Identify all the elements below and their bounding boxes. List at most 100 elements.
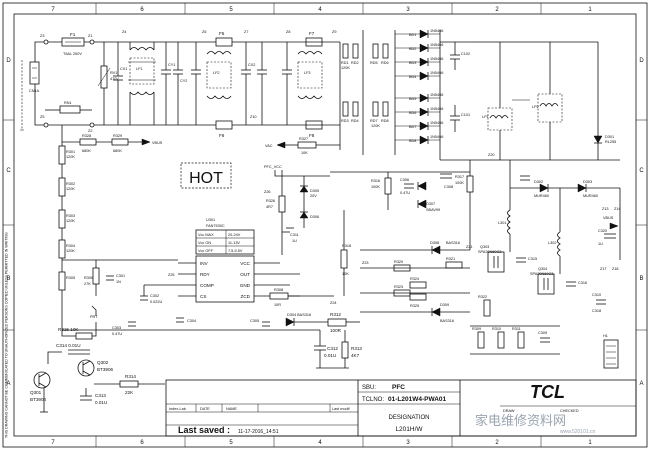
resistor-value: 120K bbox=[371, 124, 380, 128]
choke-label: LF1 bbox=[136, 67, 143, 71]
z-label: Z26 bbox=[264, 190, 271, 194]
col-label: 6 bbox=[140, 7, 144, 13]
cap-label: CX1 bbox=[120, 67, 127, 71]
diode-part: BAS316 bbox=[440, 319, 454, 323]
diode-label: D306 bbox=[310, 215, 319, 219]
choke-lf2 bbox=[206, 51, 232, 99]
title-last-saved-value: 11-17-2016_14:51 bbox=[238, 429, 279, 435]
prt-label: PRT bbox=[90, 315, 98, 319]
cap-label: C101 bbox=[461, 113, 470, 117]
cap-value: 0.022U bbox=[150, 300, 163, 304]
cap-label: C310 bbox=[592, 293, 601, 297]
title-draw-label: DRAW bbox=[503, 409, 515, 413]
resistor-value: 120K bbox=[66, 219, 75, 223]
connector-h1 bbox=[603, 339, 619, 369]
row-label: D bbox=[639, 58, 644, 64]
resistor-label: R308 bbox=[274, 288, 283, 292]
z-label: Z23 bbox=[362, 261, 369, 265]
hv-divider: R301 R302 R303 R304 R305 120K 120K 120K … bbox=[58, 125, 340, 330]
resistor-label: RD7 bbox=[370, 119, 378, 123]
title-last-modif: Last modif bbox=[332, 407, 350, 411]
title-last-saved-label: Last saved : bbox=[178, 425, 230, 435]
diode-label: BD6 bbox=[409, 111, 416, 115]
title-index-lab: Index-Lab bbox=[169, 407, 186, 411]
boost-inductors: LP1 LP2 bbox=[470, 41, 563, 161]
watermark-text: 家电维修资料网 bbox=[475, 413, 566, 428]
cap-label: C316 bbox=[578, 281, 587, 285]
choke-label: LF2 bbox=[213, 71, 220, 75]
ferrite-label: F7 bbox=[309, 31, 315, 36]
z-label: Z14 bbox=[614, 207, 621, 211]
diode-value: 20V bbox=[310, 194, 317, 198]
resistor-label: R318 bbox=[342, 244, 351, 248]
diode-label: D309 bbox=[440, 303, 449, 307]
diode-part: MUR460 bbox=[534, 194, 549, 198]
z-label: Z18 bbox=[612, 267, 619, 271]
resistor-label: RD8 bbox=[381, 119, 389, 123]
bridge-diodes bbox=[395, 29, 440, 145]
col-label: 4 bbox=[318, 7, 322, 13]
title-designation-value: L201H/W bbox=[395, 426, 423, 433]
fuse-label: F1 bbox=[70, 32, 76, 37]
z-label: Z1 bbox=[88, 34, 92, 38]
ferrite-label: F6 bbox=[219, 133, 225, 138]
ferrite-label: F5 bbox=[219, 31, 225, 36]
transistor-part: SPA20N60C3 bbox=[530, 272, 553, 276]
cap-value: 0.47U bbox=[112, 332, 122, 336]
vcc-row-value: 20-24V bbox=[228, 233, 241, 237]
cap-value: 1U bbox=[292, 239, 297, 243]
diode-label: BD4 bbox=[409, 75, 416, 79]
resistor-value: 680K bbox=[113, 149, 122, 153]
title-checked-label: CHECKED bbox=[560, 409, 579, 413]
transistor-label: Q304 bbox=[538, 267, 547, 271]
resistor-label: R304 bbox=[66, 244, 75, 248]
resistor-value: 120K bbox=[66, 187, 75, 191]
z-label: Z20 bbox=[488, 153, 495, 157]
brand-logo: TCL bbox=[530, 382, 565, 402]
resistor-value: 27K bbox=[84, 282, 91, 286]
diode-part: 1N5406 bbox=[430, 135, 443, 139]
resistor-label: R312 bbox=[330, 312, 341, 317]
ic-pin-right: OUT bbox=[240, 272, 250, 277]
z-label: Z5 bbox=[40, 115, 44, 119]
choke-label: LF3 bbox=[304, 71, 311, 75]
bridge-rectifier: RD1 RD2 RD3 RD4 RD5 RD6 RD7 RD8 120K 120… bbox=[339, 29, 470, 161]
cap-label: C102 bbox=[461, 52, 470, 56]
resistor-value: 120K bbox=[66, 249, 75, 253]
col-label: 7 bbox=[51, 440, 55, 446]
resistor-label: RD2 bbox=[351, 61, 359, 65]
col-label: 3 bbox=[406, 440, 410, 446]
cap-label: C308 bbox=[444, 185, 453, 189]
cap-label: C301 bbox=[116, 274, 125, 278]
ic-ref: U301 bbox=[206, 218, 215, 222]
resistor-label: R302 bbox=[66, 182, 75, 186]
inductor-label: L302 bbox=[548, 241, 556, 245]
resistor-label: R326 bbox=[266, 199, 275, 203]
diode-part: 1N5406 bbox=[430, 93, 443, 97]
row-label: A bbox=[639, 381, 643, 387]
col-label: 5 bbox=[229, 7, 233, 13]
diode-part: 1N5406 bbox=[430, 43, 443, 47]
title-tclno-label: TCLNO: bbox=[362, 397, 384, 403]
resistor-value: 10R bbox=[274, 303, 281, 307]
resistor-label: R310 bbox=[492, 327, 501, 331]
resistor-value: 100K bbox=[455, 181, 464, 185]
resistor-label: R305 bbox=[66, 276, 75, 280]
cap-label: C309 bbox=[538, 331, 547, 335]
watermark-url: www.520101.cn bbox=[560, 429, 596, 435]
vcc-row-name: Vcc MAX bbox=[198, 233, 214, 237]
resistor-label: R316 bbox=[371, 179, 380, 183]
resistor-label: R314 bbox=[125, 374, 136, 379]
resistor-value: 100R bbox=[330, 328, 342, 333]
cap-label: C304 bbox=[187, 319, 196, 323]
diode-label: BD3 bbox=[409, 61, 416, 65]
cap-label: C303 bbox=[112, 326, 121, 330]
z-label: Z17 bbox=[600, 267, 607, 271]
ic-pin-right: GND bbox=[240, 283, 251, 288]
cap-label: C312 bbox=[327, 346, 338, 351]
ic-pin-right: ZCD bbox=[241, 294, 251, 299]
vcc-row-name: Vcc OFF bbox=[198, 249, 214, 253]
vac-label: VAC bbox=[265, 144, 273, 148]
resistor-label: R320 bbox=[394, 260, 403, 264]
